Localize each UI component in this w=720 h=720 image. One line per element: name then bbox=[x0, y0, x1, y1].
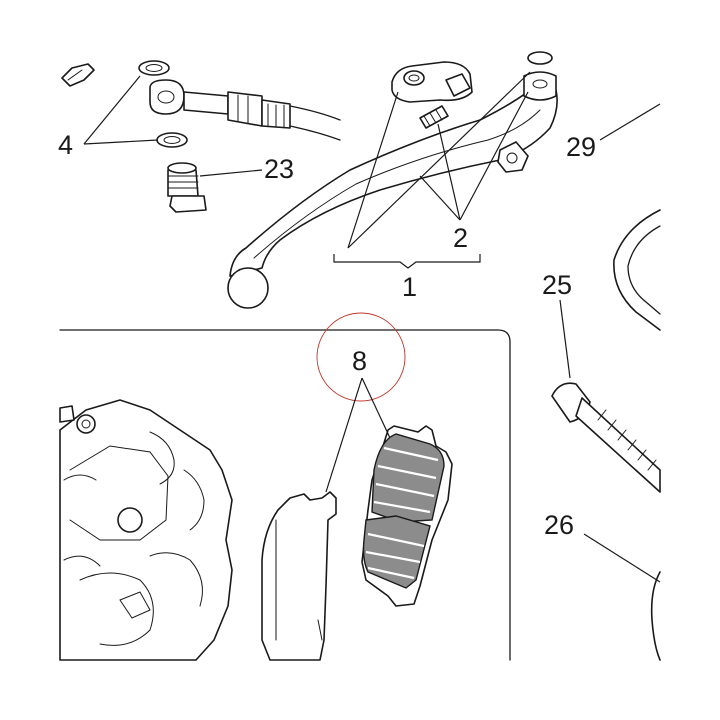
brake-pad-back bbox=[261, 491, 337, 661]
highlight-circle bbox=[316, 312, 406, 402]
brake-hose-assembly bbox=[61, 60, 341, 213]
callout-8: 8 bbox=[352, 346, 367, 376]
callout-23: 23 bbox=[264, 154, 294, 184]
callout-4: 4 bbox=[58, 130, 73, 160]
caliper-mount-partial bbox=[613, 209, 661, 661]
callout-2: 2 bbox=[453, 223, 468, 253]
brake-caliper bbox=[59, 399, 233, 661]
pin-bolt bbox=[551, 382, 661, 493]
callout-25: 25 bbox=[542, 270, 572, 300]
leader-lines bbox=[83, 71, 661, 583]
detail-frame bbox=[59, 329, 511, 661]
callout-29: 29 bbox=[566, 132, 596, 162]
brake-pad-front bbox=[361, 425, 453, 607]
callout-1: 1 bbox=[402, 272, 417, 302]
callout-26: 26 bbox=[544, 510, 574, 540]
brake-lever-assembly bbox=[227, 51, 558, 309]
